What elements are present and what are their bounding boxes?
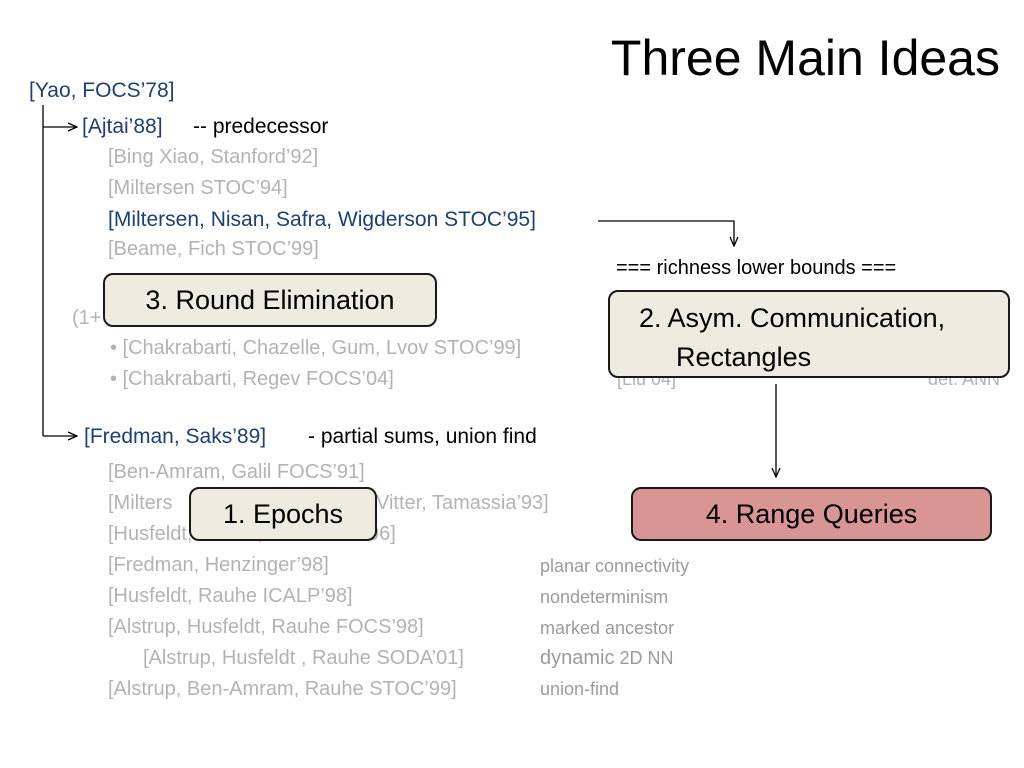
ref-miltersen-partial: [Milters — [108, 492, 173, 514]
note-nondet: nondeterminism — [540, 587, 669, 607]
ref-ahr98: [Alstrup, Husfeldt, Rauhe FOCS’98] — [108, 616, 424, 638]
ref-hr98: [Husfeldt, Rauhe ICALP’98] — [108, 585, 353, 607]
ref-xiao: [Bing Xiao, Stanford’92] — [108, 146, 319, 168]
mnsw-to-richness-arrow — [598, 220, 734, 246]
range-queries-label: 4. Range Queries — [705, 499, 918, 529]
note-marked: marked ancestor — [540, 618, 675, 638]
asym-communication-box: 2. Asym. Communication, Rectangles — [608, 290, 1010, 378]
ref-abr99: [Alstrup, Ben-Amram, Rauhe STOC’99] — [108, 678, 457, 700]
ref-fredman-saks: [Fredman, Saks’89] — [84, 425, 267, 448]
ref-vitter-partial: Vitter, Tamassia’93] — [376, 492, 549, 514]
round-elimination-box: 3. Round Elimination — [103, 273, 437, 327]
asym-communication-line1: 2. Asym. Communication, — [639, 303, 946, 333]
asym-communication-line2: Rectangles — [676, 342, 812, 372]
note-dynamic-word: dynamic — [540, 647, 615, 669]
ref-cccgl: • [Chakrabarti, Chazelle, Gum, Lvov STOC… — [110, 337, 522, 359]
epochs-label: 1. Epochs — [222, 499, 344, 529]
ref-mnsw: [Miltersen, Nisan, Safra, Wigderson STOC… — [108, 208, 536, 231]
range-queries-box: 4. Range Queries — [631, 487, 992, 541]
ref-yao: [Yao, FOCS’78] — [29, 79, 175, 102]
ref-miltersen94: [Miltersen STOC’94] — [108, 177, 288, 199]
epochs-box: 1. Epochs — [189, 487, 377, 541]
note-dynamic: dynamic 2D NN — [540, 648, 674, 668]
ref-partial-left: (1+ — [72, 307, 102, 329]
fredman-saks-note: - partial sums, union find — [308, 425, 537, 448]
ref-fh98: [Fredman, Henzinger’98] — [108, 554, 329, 576]
ref-cr04: • [Chakrabarti, Regev FOCS’04] — [110, 368, 394, 390]
note-dynamic-rest: 2D NN — [619, 648, 674, 668]
ref-ajtai: [Ajtai’88] — [82, 115, 163, 138]
note-planar: planar connectivity — [540, 556, 690, 576]
round-elimination-label: 3. Round Elimination — [145, 285, 395, 315]
richness-label: === richness lower bounds === — [616, 257, 897, 279]
yao-tree-connector — [42, 105, 77, 436]
ref-ben-amram: [Ben-Amram, Galil FOCS’91] — [108, 461, 365, 483]
note-unionfind: union-find — [540, 679, 620, 699]
ajtai-note: -- predecessor — [193, 115, 329, 138]
ref-beame: [Beame, Fich STOC’99] — [108, 238, 319, 260]
slide-title: Three Main Ideas — [610, 30, 1000, 86]
ref-ahr01: [Alstrup, Husfeldt , Rauhe SODA’01] — [143, 647, 464, 669]
